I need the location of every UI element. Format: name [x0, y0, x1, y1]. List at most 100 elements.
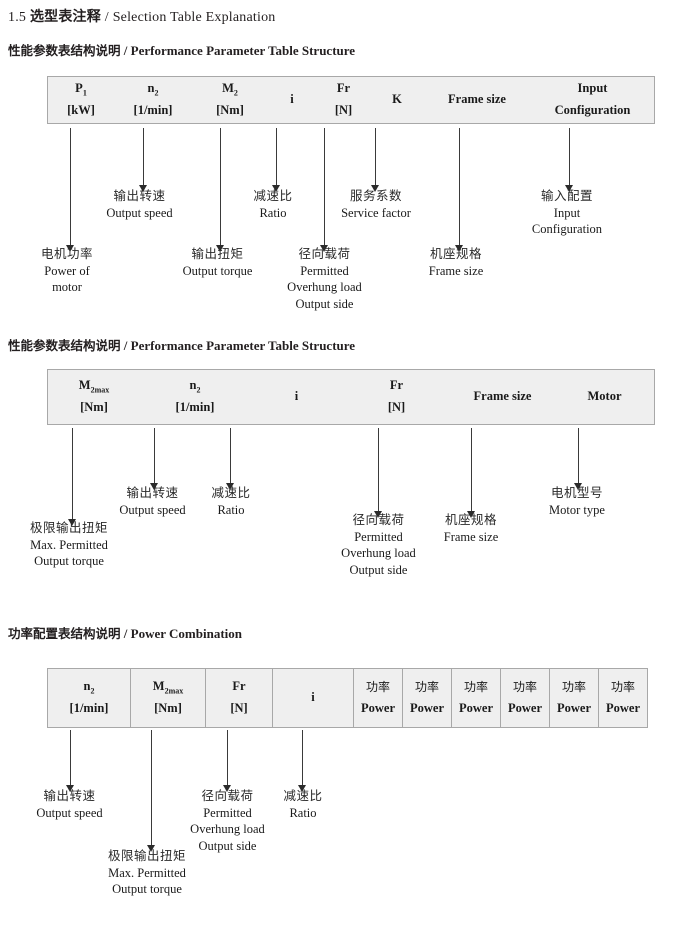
callout-permitted-overhung-load-en-3: Output side [295, 296, 354, 311]
arrow-to-ratio-3 [298, 730, 307, 792]
power-combination-table: n2 [1/min] M2max [Nm] Fr [N] i 功率 Power … [47, 668, 648, 728]
callout-frame-size: 机座规格 Frame size [412, 246, 500, 279]
table3-col-power-1-en: Power [360, 700, 395, 715]
callout-max-permitted-output-torque-3-en-1: Max. Permitted [108, 865, 186, 880]
table2-col-fr-unit: [N] [387, 400, 406, 414]
callout-max-permitted-output-torque-3-en-2: Output torque [112, 882, 182, 896]
callout-frame-size-2-en: Frame size [443, 529, 499, 544]
callout-motor-type: 电机型号 Motor type [531, 485, 623, 518]
table3-col-power-2-cn: 功率 [414, 679, 439, 694]
callout-output-speed-2-cn: 输出转速 [126, 485, 179, 500]
arrow-to-permitted-overhung-load [320, 128, 329, 252]
performance-parameter-table-2: M2max [Nm] n2 [1/min] i Fr [N] Frame siz… [47, 369, 655, 425]
callout-max-permitted-output-torque-en-2: Output torque [34, 554, 104, 568]
section-3-heading: 功率配置表结构说明 / Power Combination [8, 623, 242, 642]
callout-max-permitted-output-torque-3-cn: 极限输出扭矩 [107, 848, 186, 863]
callout-power-of-motor-en-1: Power of [44, 263, 90, 278]
table1-col-input-label: Input [577, 81, 608, 96]
table3-col-power-2-en: Power [409, 700, 444, 715]
callout-max-permitted-output-torque-3: 极限输出扭矩 Max. Permitted Output torque [96, 848, 198, 898]
table3-col-m2max-subscript: 2max [164, 686, 184, 696]
callout-permitted-overhung-load-3: 径向载荷 Permitted Overhung load Output side [175, 788, 280, 854]
callout-ratio-3-en: Ratio [289, 805, 317, 820]
table3-col-power-1: 功率 Power [353, 669, 402, 727]
callout-output-torque: 输出扭矩 Output torque [168, 246, 267, 279]
table3-col-n2-subscript: 2 [90, 686, 95, 696]
arrow-to-ratio-2 [226, 428, 235, 490]
table2-col-fr: Fr [N] [343, 370, 450, 424]
callout-permitted-overhung-load-3-en-1: Permitted [203, 805, 252, 820]
section-1-heading-sep: / [123, 43, 128, 58]
table2-col-m2max: M2max [Nm] [48, 370, 140, 424]
section-2-heading: 性能参数表结构说明 / Performance Parameter Table … [8, 335, 355, 354]
table3-col-n2-unit: [1/min] [69, 701, 109, 716]
callout-motor-type-cn: 电机型号 [550, 485, 603, 500]
table3-col-m2max-unit: [Nm] [154, 701, 182, 716]
table1-col-k-symbol: K [392, 92, 402, 107]
callout-ratio-en: Ratio [259, 205, 287, 220]
table3-col-power-2: 功率 Power [402, 669, 451, 727]
table3-col-m2max-symbol: M [152, 678, 165, 693]
table2-col-frame-size: Frame size [450, 370, 555, 424]
callout-ratio-3: 减速比 Ratio [270, 788, 336, 821]
callout-input-configuration-en-1: Input [553, 205, 581, 220]
title-separator: / [104, 10, 109, 25]
table1-col-p1: P1 [kW] [48, 77, 114, 123]
callout-input-configuration-en-2: Configuration [531, 222, 603, 236]
table3-col-power-6: 功率 Power [598, 669, 647, 727]
table3-col-m2max: M2max [Nm] [130, 669, 205, 727]
table1-col-m2: M2 [Nm] [192, 77, 268, 123]
section-1-heading-cn: 性能参数表结构说明 [8, 43, 121, 58]
callout-ratio: 减速比 Ratio [240, 188, 306, 221]
callout-output-torque-cn: 输出扭矩 [191, 246, 244, 261]
callout-output-speed-3-cn: 输出转速 [43, 788, 96, 803]
arrow-to-ratio [272, 128, 281, 192]
callout-ratio-2-en: Ratio [217, 502, 245, 517]
performance-parameter-table-1: P1 [kW] n2 [1/min] M2 [Nm] i Fr [N] K Fr… [47, 76, 655, 124]
section-3-heading-cn: 功率配置表结构说明 [8, 626, 121, 641]
callout-frame-size-cn: 机座规格 [429, 246, 482, 261]
arrow-to-permitted-overhung-load-2 [374, 428, 383, 518]
section-3-heading-sep: / [123, 626, 128, 641]
section-2-heading-sep: / [123, 338, 128, 353]
callout-input-configuration-cn: 输入配置 [540, 188, 593, 203]
callout-permitted-overhung-load-2-en-3: Output side [349, 562, 408, 577]
callout-max-permitted-output-torque: 极限输出扭矩 Max. Permitted Output torque [18, 520, 120, 570]
table3-col-n2: n2 [1/min] [48, 669, 130, 727]
callout-frame-size-2: 机座规格 Frame size [427, 512, 515, 545]
callout-output-speed-2-en: Output speed [119, 502, 186, 517]
table1-col-frame-size: Frame size [423, 77, 531, 123]
callout-output-speed-en: Output speed [106, 205, 173, 220]
arrow-to-motor-type [574, 428, 583, 490]
callout-permitted-overhung-load-2-en-2: Overhung load [341, 546, 416, 560]
table3-col-power-3-en: Power [458, 700, 493, 715]
table1-col-frame-size-label: Frame size [448, 92, 506, 107]
table3-col-power-1-cn: 功率 [365, 679, 390, 694]
callout-permitted-overhung-load-2-cn: 径向载荷 [352, 512, 405, 527]
table1-col-fr: Fr [N] [316, 77, 371, 123]
table3-col-fr-symbol: Fr [232, 679, 246, 694]
table3-col-i: i [272, 669, 353, 727]
table2-col-frame-size-label: Frame size [473, 389, 532, 404]
arrow-to-output-speed-3 [66, 730, 75, 792]
table1-col-m2-symbol: M [222, 80, 234, 95]
callout-power-of-motor: 电机功率 Power of motor [20, 246, 114, 296]
callout-permitted-overhung-load-3-cn: 径向载荷 [201, 788, 254, 803]
callout-input-configuration: 输入配置 Input Configuration [512, 188, 622, 238]
callout-service-factor: 服务系数 Service factor [321, 188, 431, 221]
page-title-en: Selection Table Explanation [112, 10, 276, 25]
table2-col-m2max-symbol: M [78, 377, 91, 392]
callout-max-permitted-output-torque-en-1: Max. Permitted [30, 537, 108, 552]
callout-permitted-overhung-load-3-en-3: Output side [198, 838, 257, 853]
section-1-heading: 性能参数表结构说明 / Performance Parameter Table … [8, 40, 355, 59]
table2-col-n2: n2 [1/min] [140, 370, 250, 424]
callout-frame-size-en: Frame size [428, 263, 484, 278]
callout-ratio-3-cn: 减速比 [283, 788, 323, 803]
callout-output-torque-en: Output torque [182, 263, 253, 278]
section-3-heading-en: Power Combination [130, 626, 242, 641]
table2-col-n2-unit: [1/min] [175, 400, 215, 415]
table3-col-power-3-cn: 功率 [463, 679, 488, 694]
callout-permitted-overhung-load-2: 径向载荷 Permitted Overhung load Output side [326, 512, 431, 578]
callout-permitted-overhung-load-en-1: Permitted [300, 263, 349, 278]
callout-permitted-overhung-load-3-en-2: Overhung load [190, 822, 265, 836]
